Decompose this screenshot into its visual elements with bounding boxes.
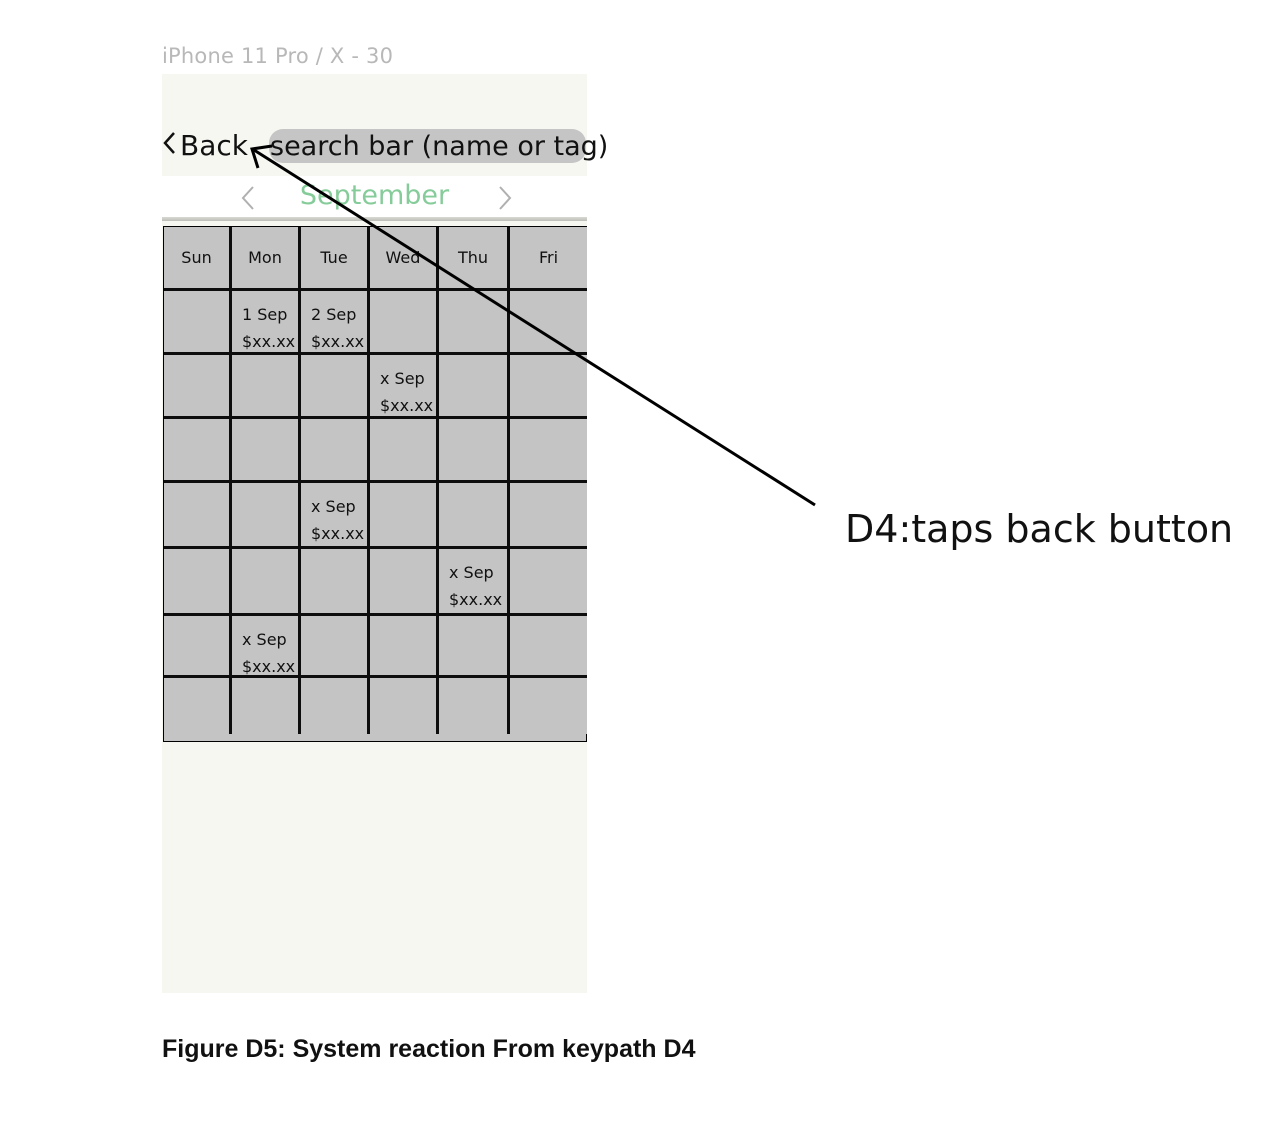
day-entry[interactable]: 1 Sep $xx.xx [242,301,295,355]
entry-date: x Sep [380,369,425,388]
day-entry[interactable]: x Sep $xx.xx [449,559,502,613]
day-entry[interactable]: x Sep $xx.xx [311,493,364,547]
back-label: Back [180,128,248,162]
phone-screen: Back search bar (name or tag) September … [162,74,608,993]
calendar-day-cell[interactable] [439,355,510,419]
calendar-day-cell[interactable] [439,291,510,355]
calendar-day-cell[interactable] [301,355,370,419]
entry-date: 1 Sep [242,305,288,324]
entry-amount: $xx.xx [380,396,434,415]
chevron-left-icon [162,130,178,161]
calendar-day-cell[interactable] [370,291,439,355]
entry-amount: $xx.xx [242,657,296,676]
entry-amount: $xx.xx [311,332,365,351]
weekday-header: Tue [301,227,370,291]
entry-date: x Sep [449,563,494,582]
calendar-day-cell[interactable] [232,483,301,549]
calendar-day-cell[interactable] [164,549,232,616]
chevron-left-icon [241,186,254,210]
calendar-day-cell[interactable]: 2 Sep $xx.xx [301,291,370,355]
weekday-header: Wed [370,227,439,291]
calendar-day-cell[interactable] [370,549,439,616]
calendar-day-cell[interactable] [164,616,232,678]
search-input[interactable]: search bar (name or tag) [269,129,608,163]
calendar-day-cell[interactable] [370,678,439,734]
calendar-day-cell[interactable] [510,616,587,678]
weekday-header: Mon [232,227,301,291]
calendar-day-cell[interactable]: x Sep $xx.xx [370,355,439,419]
calendar-day-cell[interactable]: x Sep $xx.xx [439,549,510,616]
next-month-button[interactable] [495,184,515,212]
annotation-callout: D4:taps back button [845,507,1234,551]
entry-amount: $xx.xx [242,332,296,351]
calendar-day-cell[interactable] [510,483,587,549]
figure-caption: Figure D5: System reaction From keypath … [162,1035,696,1063]
calendar-day-cell[interactable] [439,616,510,678]
entry-amount: $xx.xx [311,524,365,543]
calendar-day-cell[interactable] [164,291,232,355]
calendar-day-cell[interactable] [301,419,370,483]
calendar-day-cell[interactable]: x Sep $xx.xx [301,483,370,549]
weekday-header: Sun [164,227,232,291]
chevron-right-icon [499,186,512,210]
entry-date: 2 Sep [311,305,357,324]
entry-date: x Sep [242,630,287,649]
calendar-day-cell[interactable] [232,678,301,734]
calendar-day-cell[interactable] [439,678,510,734]
calendar-day-cell[interactable] [301,678,370,734]
divider [162,217,587,221]
calendar-day-cell[interactable] [370,616,439,678]
calendar-day-cell[interactable] [164,678,232,734]
calendar-day-cell[interactable] [232,549,301,616]
calendar-day-cell[interactable] [439,419,510,483]
calendar-day-cell[interactable] [301,616,370,678]
entry-amount: $xx.xx [449,590,503,609]
calendar-day-cell[interactable] [510,549,587,616]
month-navigation: September [162,176,587,218]
calendar-day-cell[interactable] [232,419,301,483]
calendar-day-cell[interactable] [439,483,510,549]
day-entry[interactable]: x Sep $xx.xx [242,626,295,680]
calendar-day-cell[interactable] [164,483,232,549]
calendar-day-cell[interactable] [164,355,232,419]
search-placeholder: search bar (name or tag) [270,130,609,162]
weekday-header: Fri [510,227,587,291]
day-entry[interactable]: 2 Sep $xx.xx [311,301,364,355]
calendar-day-cell[interactable]: 1 Sep $xx.xx [232,291,301,355]
frame-label: iPhone 11 Pro / X - 30 [162,44,394,68]
calendar-day-cell[interactable] [232,355,301,419]
back-button[interactable]: Back [162,128,248,162]
calendar-day-cell[interactable] [510,355,587,419]
day-entry[interactable]: x Sep $xx.xx [380,365,433,419]
calendar-day-cell[interactable] [510,678,587,734]
calendar-day-cell[interactable] [301,549,370,616]
calendar-day-cell[interactable] [370,483,439,549]
calendar-day-cell[interactable] [370,419,439,483]
calendar-day-cell[interactable]: x Sep $xx.xx [232,616,301,678]
month-title: September [299,180,450,211]
prev-month-button[interactable] [238,184,258,212]
calendar-day-cell[interactable] [510,419,587,483]
weekday-header: Thu [439,227,510,291]
calendar-day-cell[interactable] [510,291,587,355]
calendar-day-cell[interactable] [164,419,232,483]
top-bar: Back search bar (name or tag) [162,74,608,176]
entry-date: x Sep [311,497,356,516]
